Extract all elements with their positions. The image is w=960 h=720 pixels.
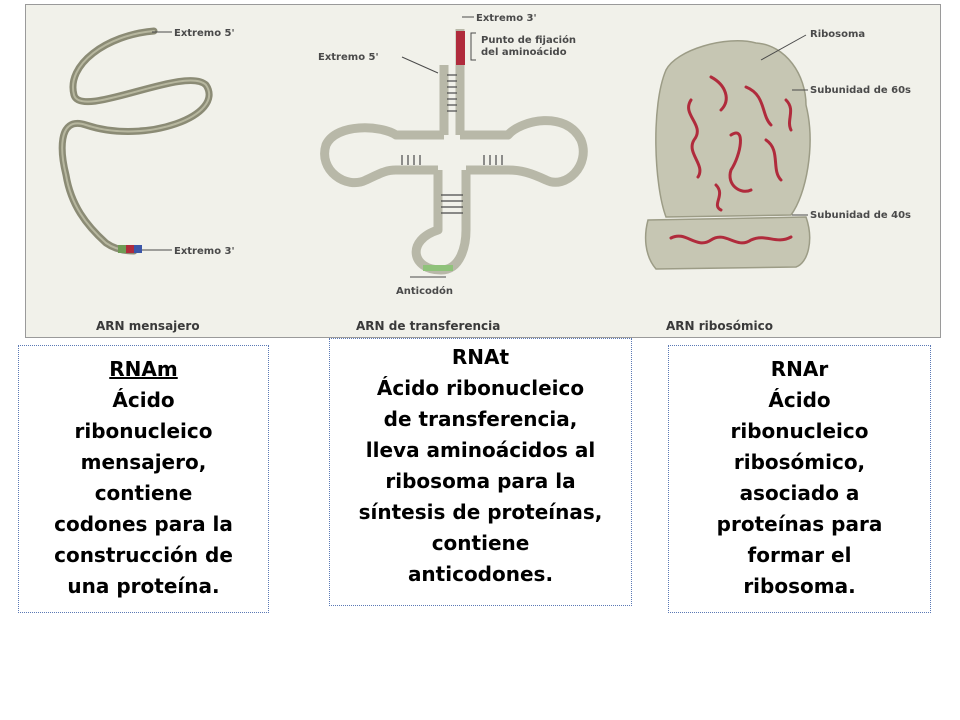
mrna-caption: ARN mensajero [96, 319, 200, 333]
rrna-label-40s: Subunidad de 40s [810, 210, 911, 221]
rrna-box-line: asociado a [739, 481, 860, 505]
rrna-box-line: proteínas para [716, 512, 883, 536]
trna-box-line: ribosoma para la [385, 469, 576, 493]
rrna-label-60s: Subunidad de 60s [810, 85, 911, 96]
mrna-box-line: construcción de [54, 543, 233, 567]
mrna-box-line: una proteína. [67, 574, 220, 598]
ribosome-subunit-40s [644, 216, 811, 270]
trna-label-5: Extremo 5' [318, 52, 379, 63]
trna-cloverleaf [320, 29, 588, 275]
trna-base-pairs [401, 74, 503, 214]
trna-box-line: lleva aminoácidos al [365, 438, 596, 462]
trna-binding-line2: del aminoácido [481, 46, 567, 58]
trna-label-3: Extremo 3' [476, 13, 537, 24]
mrna-box-line: ribonucleico [74, 419, 213, 443]
codon-blue [134, 245, 142, 253]
mrna-ribbon [58, 27, 213, 255]
trna-box-title: RNAt [451, 345, 510, 369]
mrna-box-line: mensajero, [80, 450, 207, 474]
mrna-box-line: contiene [94, 481, 193, 505]
trna-box-line: contiene [431, 531, 530, 555]
rrna-description-box: RNAr Ácido ribonucleico ribosómico, asoc… [668, 345, 931, 613]
mrna-label-3: Extremo 3' [174, 246, 235, 257]
mrna-box-line: Ácido [112, 388, 175, 412]
mrna-label-5: Extremo 5' [174, 28, 235, 39]
trna-box-line: anticodones. [407, 562, 554, 586]
mrna-description-box: RNAm Ácido ribonucleico mensajero, conti… [18, 345, 269, 613]
rna-types-figure: Extremo 5' Extremo 3' [25, 4, 941, 338]
trna-amino-site [456, 31, 465, 65]
codon-green [118, 245, 128, 253]
rrna-caption: ARN ribosómico [666, 319, 773, 333]
codon-red [126, 245, 136, 253]
trna-binding-line1: Punto de fijación [481, 34, 576, 46]
ribosome-rrna-strands [669, 75, 793, 245]
mrna-box-line: codones para la [54, 512, 233, 536]
rrna-label-ribosome: Ribosoma [810, 29, 865, 40]
trna-box-line: síntesis de proteínas, [358, 500, 603, 524]
trna-box-line: de transferencia, [383, 407, 578, 431]
ribosome-subunit-60s [655, 40, 811, 218]
rrna-box-title: RNAr [770, 357, 829, 381]
rrna-box-line: ribonucleico [730, 419, 869, 443]
rna-diagram: Extremo 5' Extremo 3' [58, 13, 911, 333]
rrna-box-line: Ácido [768, 388, 831, 412]
rrna-box-line: ribosoma. [743, 574, 856, 598]
trna-caption: ARN de transferencia [356, 319, 500, 333]
mrna-box-title: RNAm [109, 357, 178, 381]
rrna-box-line: formar el [747, 543, 852, 567]
trna-box-line: Ácido ribonucleico [376, 376, 585, 400]
rrna-box-line: ribosómico, [733, 450, 866, 474]
ribosome [644, 40, 811, 270]
trna-anticodon-label: Anticodón [396, 285, 453, 297]
trna-description-box: RNAt Ácido ribonucleico de transferencia… [329, 338, 632, 606]
trna-anticodon-mark [423, 265, 453, 271]
